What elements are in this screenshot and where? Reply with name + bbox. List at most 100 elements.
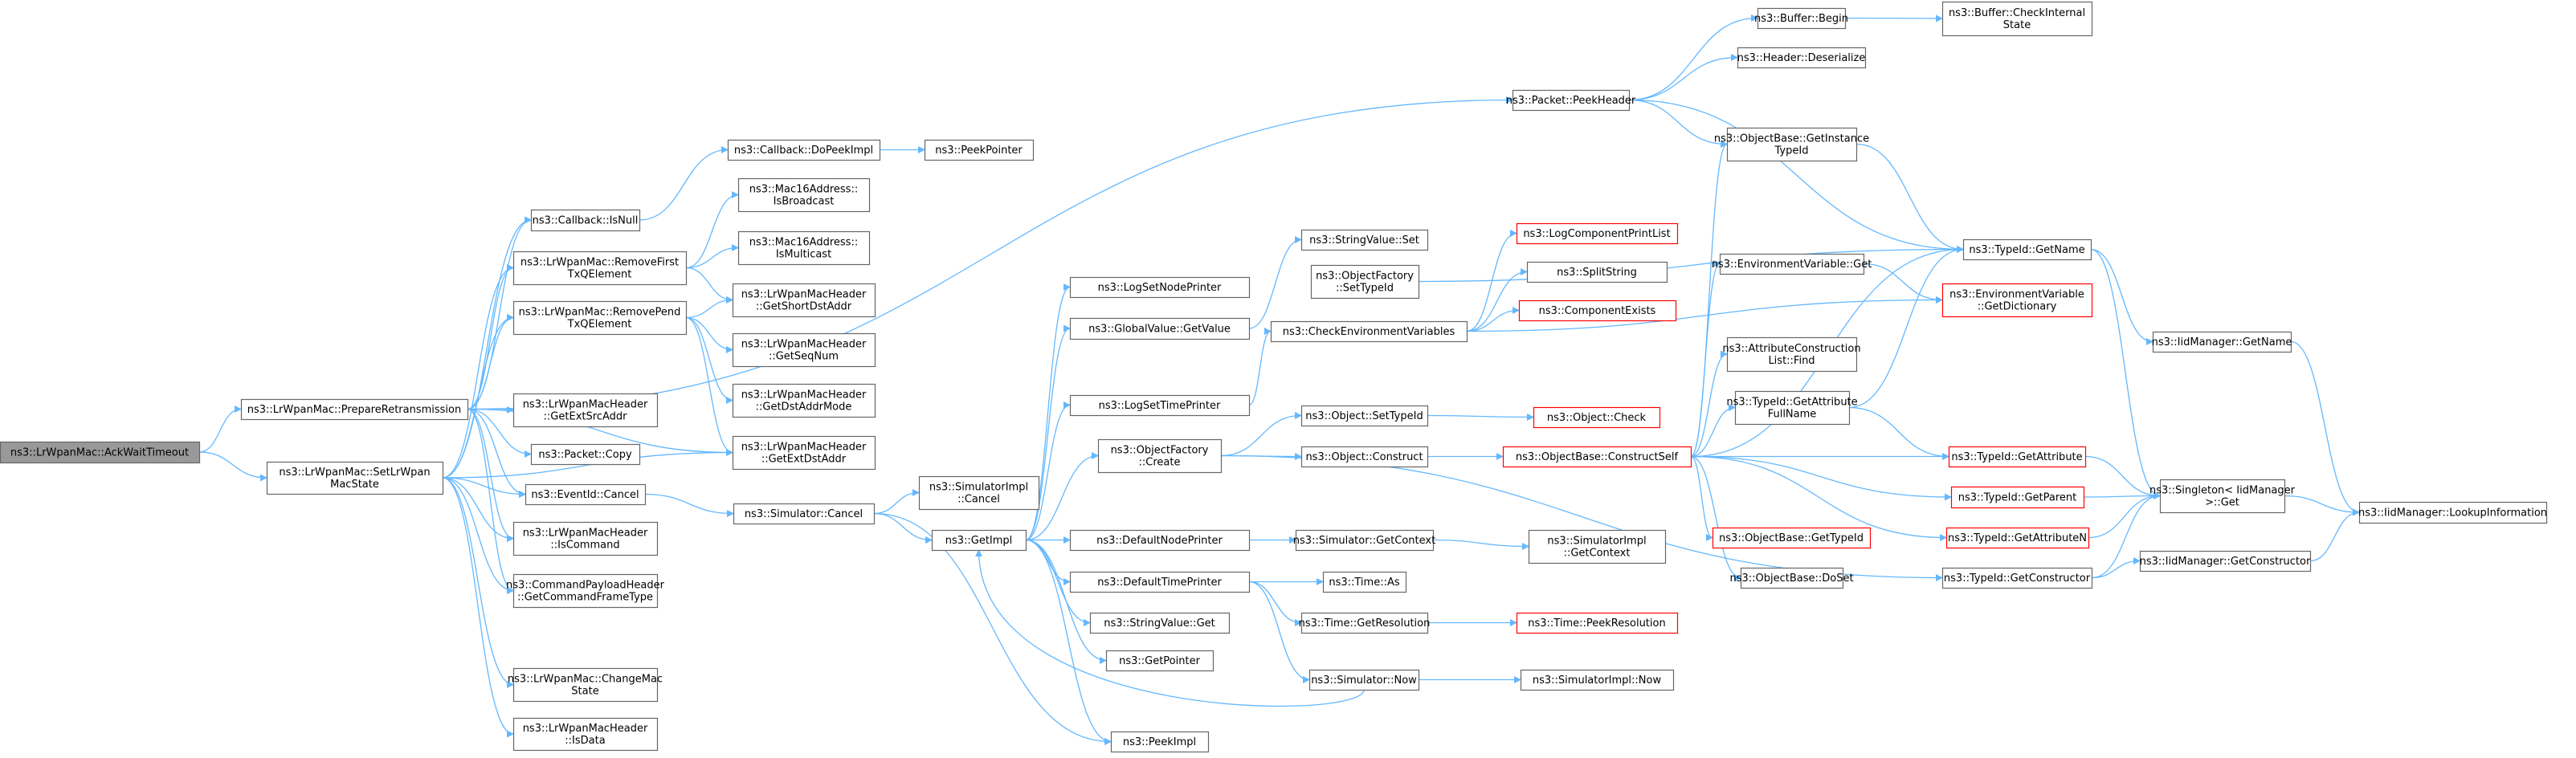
graph-node[interactable]: ns3::Packet::PeekHeader: [1506, 89, 1636, 112]
graph-node[interactable]: ns3::DefaultTimePrinter: [1069, 571, 1251, 593]
graph-node[interactable]: ns3::ObjectFactory::Create: [1097, 438, 1223, 474]
graph-node[interactable]: ns3::Object::Construct: [1300, 446, 1429, 468]
graph-node[interactable]: ns3::GlobalValue::GetValue: [1069, 317, 1251, 340]
graph-node[interactable]: ns3::TypeId::GetName: [1962, 238, 2092, 261]
graph-node[interactable]: ns3::ObjectFactory::SetTypeId: [1310, 264, 1420, 300]
graph-node[interactable]: ns3::GetImpl: [931, 529, 1027, 552]
graph-edge: [1848, 406, 1949, 461]
graph-node[interactable]: ns3::TypeId::GetAttribute: [1948, 446, 2087, 468]
graph-edge: [1427, 413, 1534, 422]
graph-node[interactable]: ns3::LrWpanMacHeader::IsCommand: [512, 521, 659, 556]
graph-node[interactable]: ns3::EnvironmentVariable::GetDictionary: [1941, 283, 2093, 318]
graph-edge: [1220, 411, 1302, 457]
graph-node[interactable]: ns3::Callback::DoPeekImpl: [727, 139, 881, 161]
node-label: ::SetTypeId: [1336, 283, 1394, 295]
graph-node[interactable]: ns3::SimulatorImpl::Cancel: [918, 475, 1040, 511]
graph-edge: [1248, 581, 1302, 627]
graph-node[interactable]: ns3::Mac16Address::IsBroadcast: [737, 177, 871, 213]
graph-node[interactable]: ns3::ComponentExists: [1518, 300, 1677, 322]
graph-node[interactable]: ns3::LrWpanMac::PrepareRetransmission: [240, 398, 469, 421]
graph-node[interactable]: ns3::LrWpanMac::AckWaitTimeout: [0, 441, 201, 464]
node-label: TxQElement: [567, 269, 632, 281]
graph-node[interactable]: ns3::Simulator::GetContext: [1293, 529, 1435, 552]
node-label: ::GetExtDstAddr: [761, 454, 847, 466]
graph-node[interactable]: ns3::LogSetNodePrinter: [1069, 276, 1251, 299]
graph-node[interactable]: ns3::LrWpanMacHeader::GetExtSrcAddr: [512, 393, 659, 428]
graph-node[interactable]: ns3::SplitString: [1526, 261, 1668, 283]
graph-node[interactable]: ns3::Time::As: [1322, 571, 1407, 593]
graph-node[interactable]: ns3::CheckEnvironmentVariables: [1270, 320, 1468, 343]
graph-node[interactable]: ns3::IidManager::GetName: [2152, 331, 2292, 353]
node-label: ns3::EnvironmentVariable::Get: [1712, 259, 1872, 271]
graph-node[interactable]: ns3::TypeId::GetAttributeN: [1945, 527, 2090, 549]
graph-node[interactable]: ns3::Header::Deserialize: [1737, 47, 1867, 69]
graph-node[interactable]: ns3::PeekImpl: [1110, 731, 1210, 753]
graph-edge: [1466, 267, 1528, 332]
graph-node[interactable]: ns3::ObjectBase::DoSet: [1729, 567, 1854, 589]
graph-edge: [442, 477, 514, 738]
graph-node[interactable]: ns3::TypeId::GetConstructor: [1941, 567, 2093, 589]
graph-node[interactable]: ns3::StringValue::Set: [1300, 229, 1429, 251]
graph-node[interactable]: ns3::Mac16Address::IsMulticast: [737, 230, 871, 266]
graph-node[interactable]: ns3::Time::PeekResolution: [1516, 612, 1679, 634]
graph-node[interactable]: ns3::ObjectBase::GetTypeId: [1712, 527, 1872, 549]
graph-node[interactable]: ns3::Object::SetTypeId: [1300, 405, 1429, 427]
graph-edge: [2090, 248, 2153, 346]
graph-node[interactable]: ns3::Simulator::Cancel: [733, 503, 876, 525]
node-label: ns3::LrWpanMacHeader: [741, 389, 867, 401]
node-label: ::GetShortDstAddr: [756, 301, 852, 313]
graph-node[interactable]: ns3::IidManager::GetConstructor: [2140, 550, 2312, 573]
graph-node[interactable]: ns3::IidManager::LookupInformation: [2358, 501, 2548, 524]
graph-node[interactable]: ns3::DefaultNodePrinter: [1069, 529, 1251, 552]
graph-edge: [442, 448, 733, 479]
graph-node[interactable]: ns3::LrWpanMacHeader::GetShortDstAddr: [732, 283, 876, 318]
node-label: ns3::Simulator::GetContext: [1293, 535, 1435, 547]
graph-node[interactable]: ns3::LogSetTimePrinter: [1069, 394, 1251, 417]
graph-node[interactable]: ns3::LogComponentPrintList: [1516, 222, 1679, 245]
graph-node[interactable]: ns3::EnvironmentVariable::Get: [1712, 253, 1872, 275]
graph-node[interactable]: ns3::Time::GetResolution: [1299, 612, 1431, 634]
graph-node[interactable]: ns3::LrWpanMacHeader::GetSeqNum: [732, 332, 876, 368]
node-label: ns3::TypeId::GetName: [1969, 244, 2084, 256]
graph-node[interactable]: ns3::CommandPayloadHeader::GetCommandFra…: [506, 573, 665, 609]
graph-node[interactable]: ns3::SimulatorImpl::Now: [1520, 669, 1675, 691]
graph-node[interactable]: ns3::Object::Check: [1533, 406, 1661, 429]
graph-node[interactable]: ns3::Singleton< IidManager>::Get: [2149, 479, 2296, 514]
graph-edge: [1025, 539, 1107, 665]
graph-node[interactable]: ns3::LrWpanMacHeader::IsData: [512, 717, 659, 752]
node-box: [1962, 238, 2092, 261]
graph-node[interactable]: ns3::GetPointer: [1105, 650, 1215, 672]
node-label: ::GetContext: [1564, 548, 1631, 560]
graph-edge: [873, 512, 933, 544]
node-box: [1757, 7, 1847, 30]
graph-node[interactable]: ns3::SimulatorImpl::GetContext: [1528, 529, 1667, 564]
graph-edge: [1248, 235, 1302, 329]
node-label: ns3::LrWpanMacHeader: [741, 339, 867, 351]
graph-node[interactable]: ns3::TypeId::GetParent: [1950, 486, 2085, 509]
node-box: [1069, 276, 1251, 299]
graph-node[interactable]: ns3::Simulator::Now: [1308, 669, 1420, 691]
node-box: [512, 717, 659, 752]
graph-node[interactable]: ns3::Callback::IsNull: [530, 209, 641, 232]
graph-node[interactable]: ns3::EventId::Cancel: [525, 483, 647, 506]
graph-node[interactable]: ns3::LrWpanMacHeader::GetExtDstAddr: [732, 435, 876, 471]
graph-node[interactable]: ns3::Packet::Copy: [530, 443, 641, 466]
graph-node[interactable]: ns3::StringValue::Get: [1089, 612, 1231, 634]
graph-edge: [1248, 581, 1310, 684]
graph-node[interactable]: ns3::LrWpanMacHeader::GetDstAddrMode: [732, 383, 876, 418]
graph-edge: [2091, 556, 2141, 579]
graph-node[interactable]: ns3::PeekPointer: [924, 139, 1035, 161]
node-label: ns3::IidManager::LookupInformation: [2358, 507, 2547, 520]
node-label: ns3::ComponentExists: [1539, 305, 1656, 317]
graph-node[interactable]: ns3::Buffer::Begin: [1754, 7, 1848, 30]
graph-node[interactable]: ns3::ObjectBase::ConstructSelf: [1502, 446, 1692, 468]
